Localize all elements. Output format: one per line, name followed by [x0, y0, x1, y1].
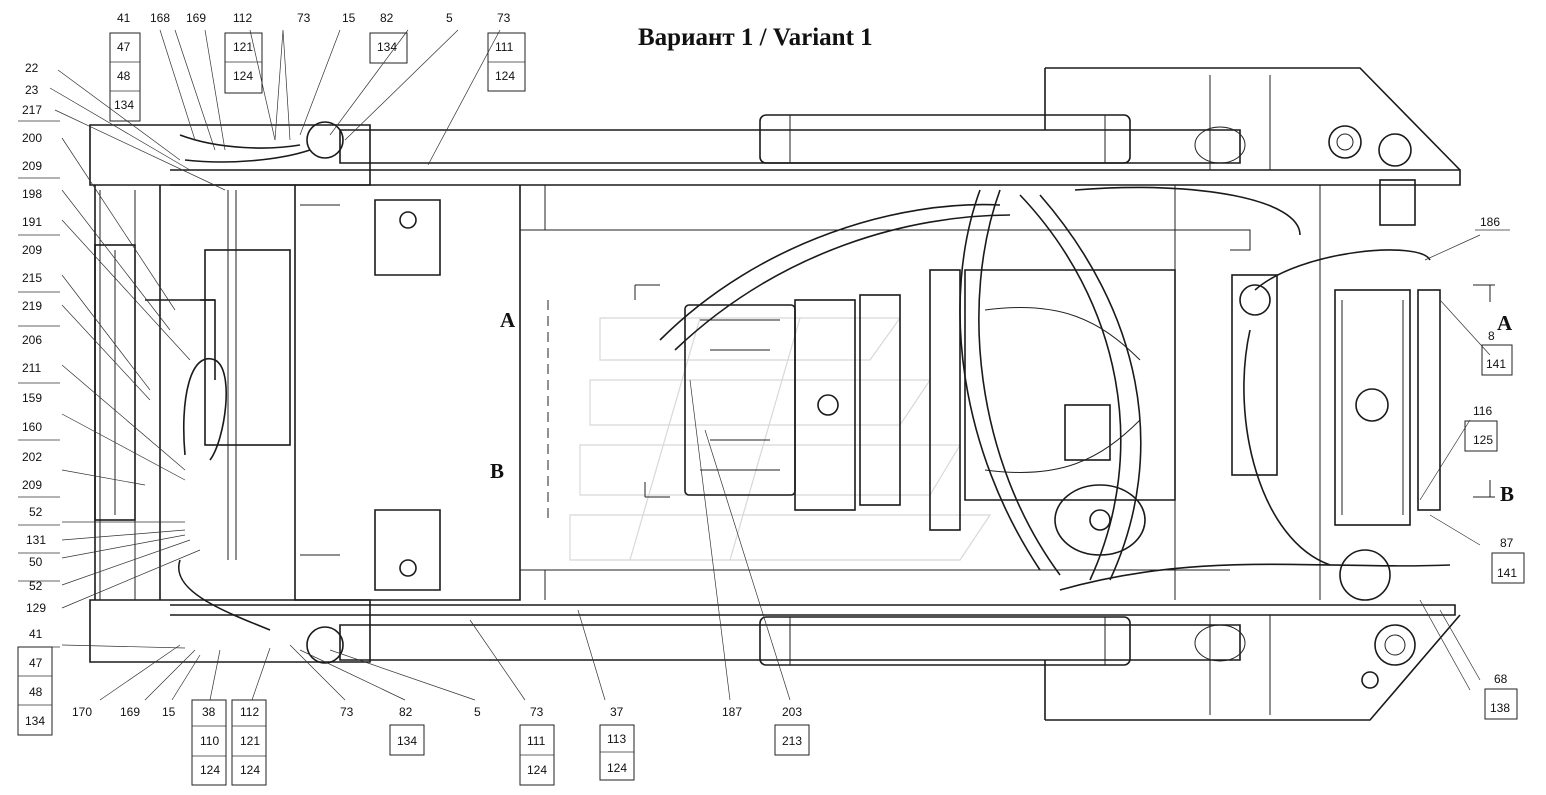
callout-209-b: 209	[22, 243, 42, 257]
drawing-title: Вариант 1 / Variant 1	[638, 24, 873, 51]
callout-203: 203	[782, 705, 802, 719]
callout-215: 215	[22, 271, 42, 285]
callout-160: 160	[22, 420, 42, 434]
callout-124-bottom-d: 124	[607, 761, 627, 775]
callout-124-bottom-b: 124	[240, 763, 260, 777]
watermark-logo	[569, 317, 992, 561]
callout-169-top: 169	[186, 11, 206, 25]
callout-111-top: 111	[495, 40, 514, 54]
callout-group-bottom: 170 169 15 38 110 124 112 121 124 73 82 …	[72, 699, 810, 786]
callout-5-top: 5	[446, 11, 453, 25]
callout-112-bottom: 112	[240, 705, 259, 719]
callout-group-right: 186 8 141 116 125 87 141 68 138	[1464, 215, 1525, 720]
callout-124-bottom-a: 124	[200, 763, 220, 777]
callout-37: 37	[610, 705, 624, 719]
callout-50: 50	[29, 555, 43, 569]
callout-124-top-a: 124	[233, 69, 253, 83]
callout-group-top: 41 47 48 134 168 169 112 121 124 73 15 8…	[109, 11, 526, 122]
callout-134-top: 134	[377, 40, 397, 54]
callout-22: 22	[25, 61, 39, 75]
callout-217: 217	[22, 103, 42, 117]
callout-134-top-left: 134	[114, 98, 134, 112]
callout-15-bottom: 15	[162, 705, 176, 719]
callout-41-bottom: 41	[29, 627, 43, 641]
callout-191: 191	[22, 215, 42, 229]
callout-129: 129	[26, 601, 46, 615]
callout-121-top: 121	[233, 40, 253, 54]
callout-116: 116	[1473, 404, 1492, 418]
callout-82-top: 82	[380, 11, 394, 25]
callout-52-b: 52	[29, 579, 43, 593]
section-b-left: B	[490, 459, 504, 483]
callout-47-top: 47	[117, 40, 131, 54]
callout-134-bottom: 134	[397, 734, 417, 748]
section-markers	[547, 284, 1495, 520]
callout-219: 219	[22, 299, 42, 313]
callout-211: 211	[22, 361, 41, 375]
callout-159: 159	[22, 391, 42, 405]
section-a-right: A	[1497, 311, 1513, 335]
callout-68: 68	[1494, 672, 1508, 686]
callout-group-left: 22 23 217 200 209 198 191 209 215 219 20…	[18, 61, 60, 615]
callout-141-upper: 141	[1486, 357, 1506, 371]
callout-112-top: 112	[233, 11, 252, 25]
callout-170: 170	[72, 705, 92, 719]
callout-73-bottom-b: 73	[530, 705, 544, 719]
callout-113: 113	[607, 732, 626, 746]
callout-206: 206	[22, 333, 42, 347]
callout-41-top: 41	[117, 11, 131, 25]
callout-138: 138	[1490, 701, 1510, 715]
callout-73-top: 73	[297, 11, 311, 25]
section-b-right: B	[1500, 482, 1514, 506]
callout-131: 131	[26, 533, 46, 547]
callout-110: 110	[200, 734, 219, 748]
callout-group-bottom-left: 41 47 48 134	[17, 627, 60, 736]
callout-124-top-b: 124	[495, 69, 515, 83]
machine-frame	[89, 67, 1461, 721]
callout-168: 168	[150, 11, 170, 25]
callout-23: 23	[25, 83, 39, 97]
callout-8: 8	[1488, 329, 1495, 343]
callout-198: 198	[22, 187, 42, 201]
callout-209-c: 209	[22, 478, 42, 492]
section-a-left: A	[500, 308, 516, 332]
callout-47-bottom: 47	[29, 656, 43, 670]
callout-186: 186	[1480, 215, 1500, 229]
callout-15-top: 15	[342, 11, 356, 25]
callout-169-bottom: 169	[120, 705, 140, 719]
callout-202: 202	[22, 450, 42, 464]
callout-134-bottom-left: 134	[25, 714, 45, 728]
callout-73-top-b: 73	[497, 11, 511, 25]
callout-87: 87	[1500, 536, 1514, 550]
callout-48-top: 48	[117, 69, 131, 83]
callout-121-bottom: 121	[240, 734, 260, 748]
callout-141-lower: 141	[1497, 566, 1517, 580]
callout-5-bottom: 5	[474, 705, 481, 719]
callout-213: 213	[782, 734, 802, 748]
callout-209-a: 209	[22, 159, 42, 173]
leader-lines	[49, 29, 1491, 701]
callout-52-a: 52	[29, 505, 43, 519]
callout-200: 200	[22, 131, 42, 145]
callout-111-bottom: 111	[527, 734, 546, 748]
callout-187: 187	[722, 705, 742, 719]
callout-82-bottom: 82	[399, 705, 413, 719]
callout-124-bottom-c: 124	[527, 763, 547, 777]
callout-125: 125	[1473, 433, 1493, 447]
callout-38: 38	[202, 705, 216, 719]
callout-48-bottom: 48	[29, 685, 43, 699]
callout-73-bottom: 73	[340, 705, 354, 719]
